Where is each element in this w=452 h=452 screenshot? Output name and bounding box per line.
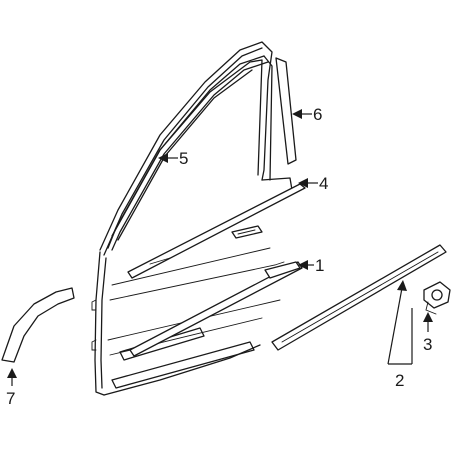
part-3-clip — [423, 281, 451, 315]
callout-3: 3 — [423, 335, 432, 354]
leader-lines — [7, 109, 433, 386]
part-5-window-channel — [107, 55, 273, 251]
part-2-side-moulding — [271, 244, 447, 351]
callout-2: 2 — [395, 371, 404, 390]
callout-6: 6 — [313, 105, 322, 124]
callout-5: 5 — [179, 149, 188, 168]
part-1-door-moulding — [129, 261, 303, 357]
callout-4: 4 — [319, 174, 328, 193]
callout-7: 7 — [6, 389, 15, 408]
part-7-arch-moulding — [1, 287, 75, 363]
callout-labels: 6 5 4 1 3 2 7 — [6, 105, 432, 408]
callout-1: 1 — [315, 256, 324, 275]
part-6-pillar-applique — [275, 57, 297, 165]
part-4-belt-moulding — [127, 183, 306, 279]
